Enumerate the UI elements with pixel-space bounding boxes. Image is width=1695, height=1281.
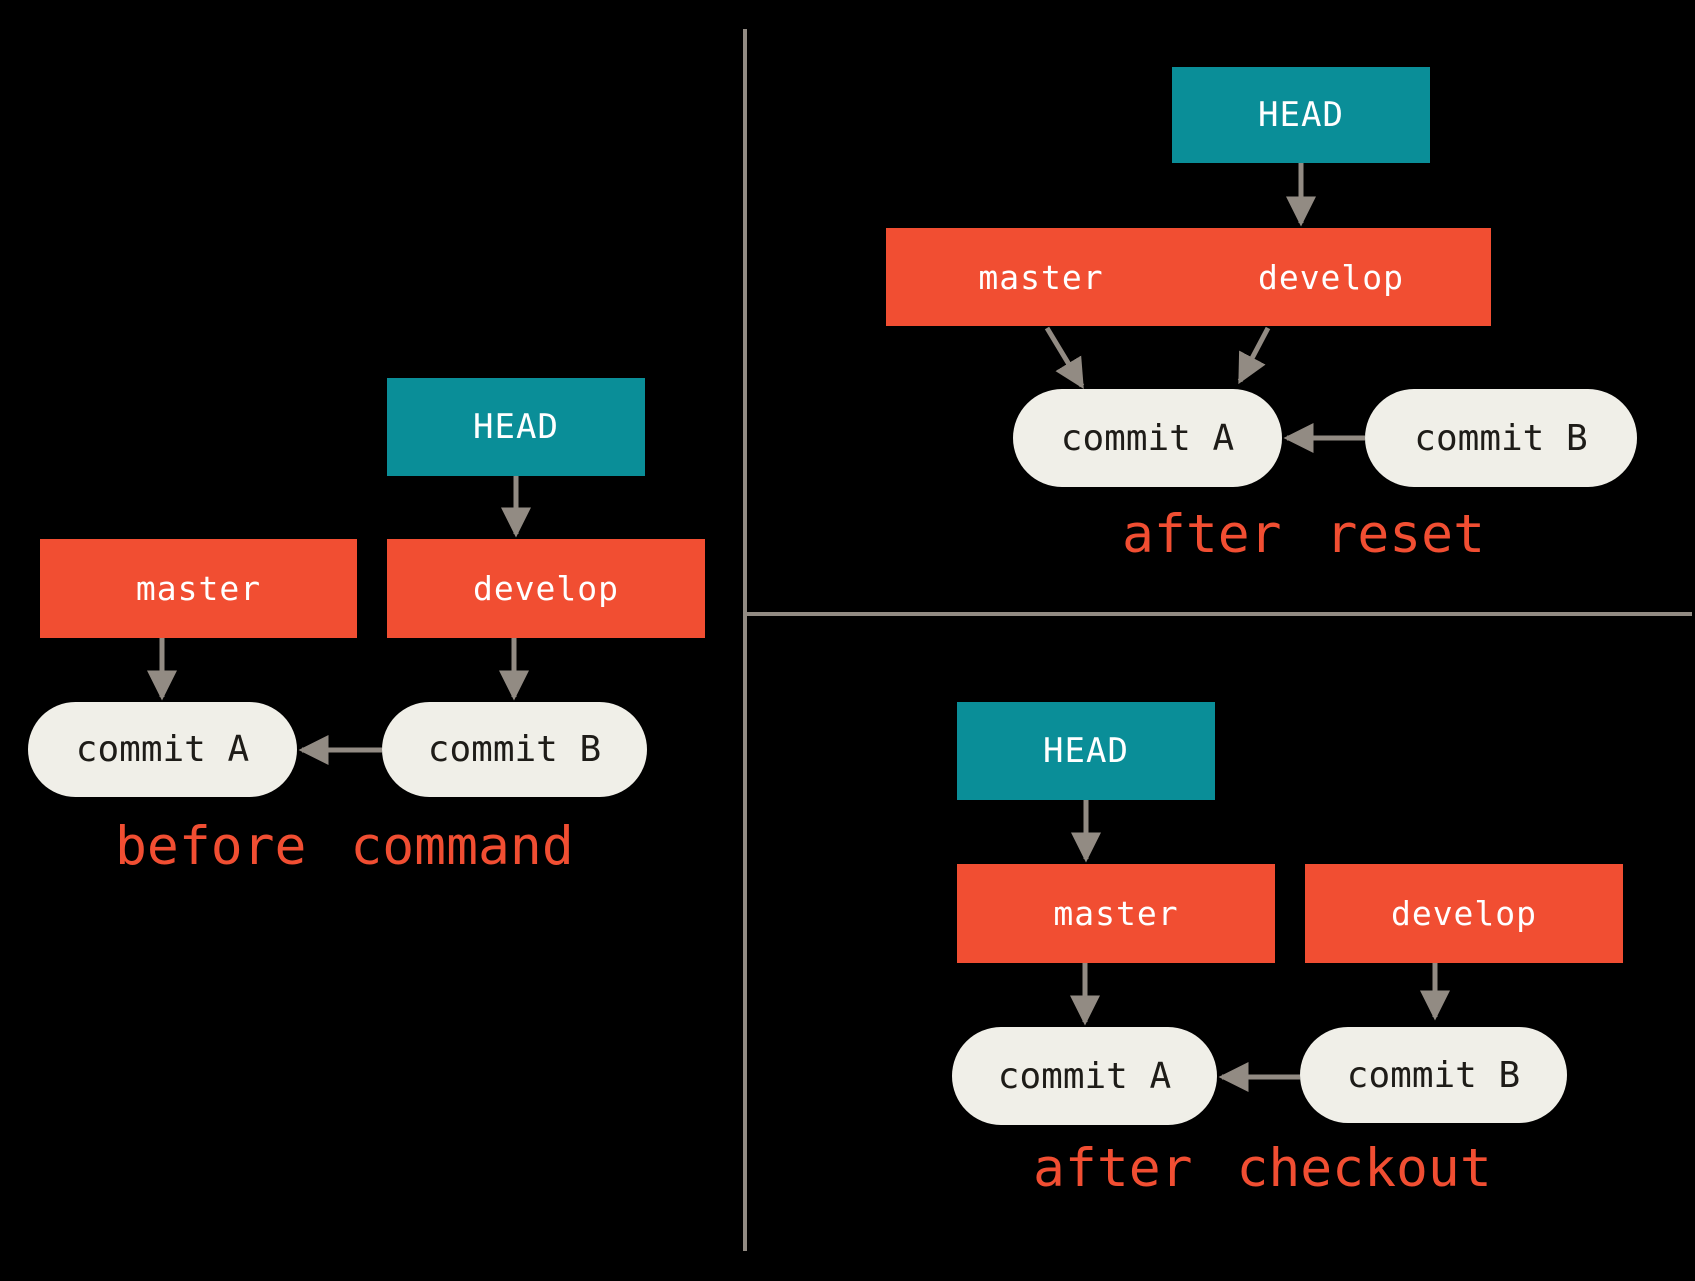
commit-b-node: commit B: [382, 702, 647, 797]
arrow-reset-develop-to-commit-a: [1237, 326, 1271, 385]
caption-before-command: before command: [115, 816, 574, 877]
caption-after-checkout: after checkout: [1033, 1138, 1492, 1199]
head-box: HEAD: [387, 378, 645, 476]
commit-b-node: commit B: [1365, 389, 1637, 487]
commit-a-node: commit A: [28, 702, 297, 797]
head-box: HEAD: [957, 702, 1215, 800]
arrow-reset-master-to-commit-a: [1044, 326, 1085, 389]
branch-master-box: master: [40, 539, 357, 638]
branch-master-box: master: [957, 864, 1275, 963]
head-box: HEAD: [1172, 67, 1430, 163]
branch-master-label: master: [978, 257, 1104, 297]
commit-b-node: commit B: [1300, 1027, 1567, 1123]
commit-a-node: commit A: [952, 1027, 1217, 1125]
branch-develop-box: develop: [1305, 864, 1623, 963]
branch-develop-box: develop: [387, 539, 705, 638]
commit-a-node: commit A: [1013, 389, 1282, 487]
branch-master-develop-box: master develop: [886, 228, 1491, 326]
branch-develop-label: develop: [1257, 257, 1405, 297]
caption-after-reset: after reset: [1122, 504, 1485, 565]
